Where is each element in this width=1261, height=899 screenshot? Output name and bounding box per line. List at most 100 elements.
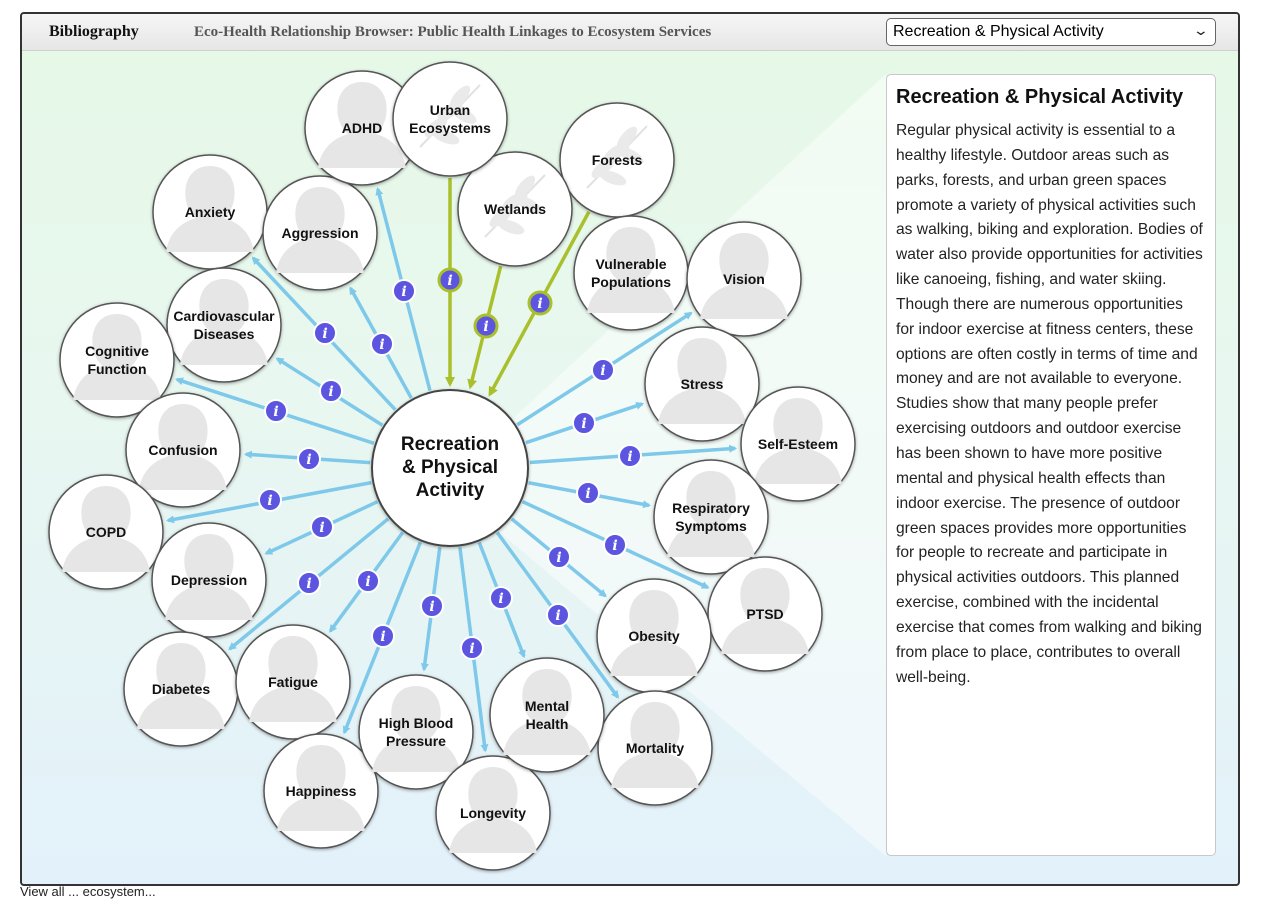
info-badge-respiratory-symptoms[interactable]: i xyxy=(576,481,600,505)
info-badge-circle xyxy=(527,290,553,316)
node-label-mental-health-line: Health xyxy=(526,716,569,732)
info-badge-copd[interactable]: i xyxy=(258,488,282,512)
node-ptsd[interactable]: PTSD xyxy=(707,556,823,672)
node-copd[interactable]: COPD xyxy=(48,474,164,590)
node-label-vulnerable-populations-line: Populations xyxy=(591,274,671,290)
info-badge-stress[interactable]: i xyxy=(572,411,596,435)
info-badge-anxiety[interactable]: i xyxy=(313,321,337,345)
info-badge-vision[interactable]: i xyxy=(591,358,615,382)
info-badge-circle xyxy=(313,321,337,345)
info-badge-depression[interactable]: i xyxy=(310,515,334,539)
node-depression[interactable]: Depression xyxy=(151,522,267,638)
info-badge-diabetes[interactable]: i xyxy=(297,571,321,595)
node-label-diabetes: Diabetes xyxy=(152,681,211,697)
info-badge-fatigue[interactable]: i xyxy=(356,569,380,593)
node-label-aggression-line: Aggression xyxy=(281,225,358,241)
info-badge-aggression[interactable]: i xyxy=(370,332,394,356)
node-forests[interactable]: Forests xyxy=(559,102,675,218)
node-label-vision: Vision xyxy=(723,271,765,287)
node-label-depression: Depression xyxy=(171,572,247,588)
node-label-mortality: Mortality xyxy=(626,740,685,756)
node-label-forests-line: Forests xyxy=(592,152,643,168)
bibliography-link[interactable]: Bibliography xyxy=(49,23,139,40)
topic-select[interactable]: Recreation & Physical Activity ⌄ xyxy=(886,18,1216,46)
info-badge-circle xyxy=(591,358,615,382)
node-label-copd: COPD xyxy=(86,524,126,540)
footer-note[interactable]: View all ... ecosystem... xyxy=(20,884,156,899)
node-longevity[interactable]: Longevity xyxy=(435,755,551,871)
person-silhouette-icon xyxy=(277,745,365,831)
info-badge-circle xyxy=(371,624,395,648)
node-anxiety[interactable]: Anxiety xyxy=(152,154,268,270)
node-mortality[interactable]: Mortality xyxy=(597,690,713,806)
info-badge-cognitive-function[interactable]: i xyxy=(264,399,288,423)
info-icon: i xyxy=(322,326,327,342)
info-badge-mental-health[interactable]: i xyxy=(489,586,513,610)
node-label-cognitive-function-line: Function xyxy=(87,361,146,377)
info-badge-high-blood-pressure[interactable]: i xyxy=(420,594,444,618)
node-happiness[interactable]: Happiness xyxy=(263,733,379,849)
info-icon: i xyxy=(469,641,474,657)
node-label-urban-ecosystems-line: Urban xyxy=(430,102,470,118)
node-label-diabetes-line: Diabetes xyxy=(152,681,211,697)
info-badge-circle xyxy=(603,533,627,557)
info-badge-circle xyxy=(356,569,380,593)
info-badge-self-esteem[interactable]: i xyxy=(618,444,642,468)
info-badge-happiness[interactable]: i xyxy=(371,624,395,648)
node-label-respiratory-symptoms-line: Respiratory xyxy=(672,500,750,516)
info-badge-obesity[interactable]: i xyxy=(547,545,571,569)
info-badge-circle xyxy=(489,586,513,610)
node-aggression[interactable]: Aggression xyxy=(262,175,378,291)
info-badge-urban-ecosystems[interactable]: i xyxy=(437,267,463,293)
panel-title: Recreation & Physical Activity xyxy=(896,86,1184,108)
info-icon: i xyxy=(581,416,586,432)
person-silhouette-icon xyxy=(318,82,406,168)
node-label-cardiovascular-diseases-line: Diseases xyxy=(194,326,255,342)
info-badge-confusion[interactable]: i xyxy=(297,447,321,471)
info-badge-forests[interactable]: i xyxy=(527,290,553,316)
description-panel: Recreation & Physical Activity Regular p… xyxy=(886,74,1216,856)
center-label-line: & Physical xyxy=(402,457,498,478)
node-fatigue[interactable]: Fatigue xyxy=(235,624,351,740)
info-badge-circle xyxy=(297,571,321,595)
info-badge-circle xyxy=(392,279,416,303)
app-title: Eco-Health Relationship Browser: Public … xyxy=(194,24,712,40)
node-label-obesity: Obesity xyxy=(628,628,680,644)
info-icon: i xyxy=(627,449,632,465)
node-stress[interactable]: Stress xyxy=(644,326,760,442)
info-badge-cardiovascular-diseases[interactable]: i xyxy=(319,379,343,403)
info-badge-circle xyxy=(258,488,282,512)
person-silhouette-icon xyxy=(180,279,268,365)
chevron-down-icon: ⌄ xyxy=(1192,22,1210,38)
info-badge-adhd[interactable]: i xyxy=(392,279,416,303)
person-silhouette-icon xyxy=(611,702,699,788)
node-diabetes[interactable]: Diabetes xyxy=(123,631,239,747)
node-obesity[interactable]: Obesity xyxy=(596,578,712,694)
info-icon: i xyxy=(447,273,452,289)
node-label-confusion-line: Confusion xyxy=(148,442,217,458)
info-badge-wetlands[interactable]: i xyxy=(473,313,499,339)
node-vision[interactable]: Vision xyxy=(686,221,802,337)
node-adhd[interactable]: ADHD xyxy=(304,70,420,186)
info-icon: i xyxy=(401,284,406,300)
node-confusion[interactable]: Confusion xyxy=(125,392,241,508)
info-badge-ptsd[interactable]: i xyxy=(603,533,627,557)
info-badge-longevity[interactable]: i xyxy=(460,636,484,660)
info-badge-mortality[interactable]: i xyxy=(546,603,570,627)
info-icon: i xyxy=(585,486,590,502)
node-wetlands[interactable]: Wetlands xyxy=(457,151,573,267)
node-label-ptsd: PTSD xyxy=(746,606,783,622)
node-label-obesity-line: Obesity xyxy=(628,628,680,644)
node-self-esteem[interactable]: Self-Esteem xyxy=(740,386,856,502)
